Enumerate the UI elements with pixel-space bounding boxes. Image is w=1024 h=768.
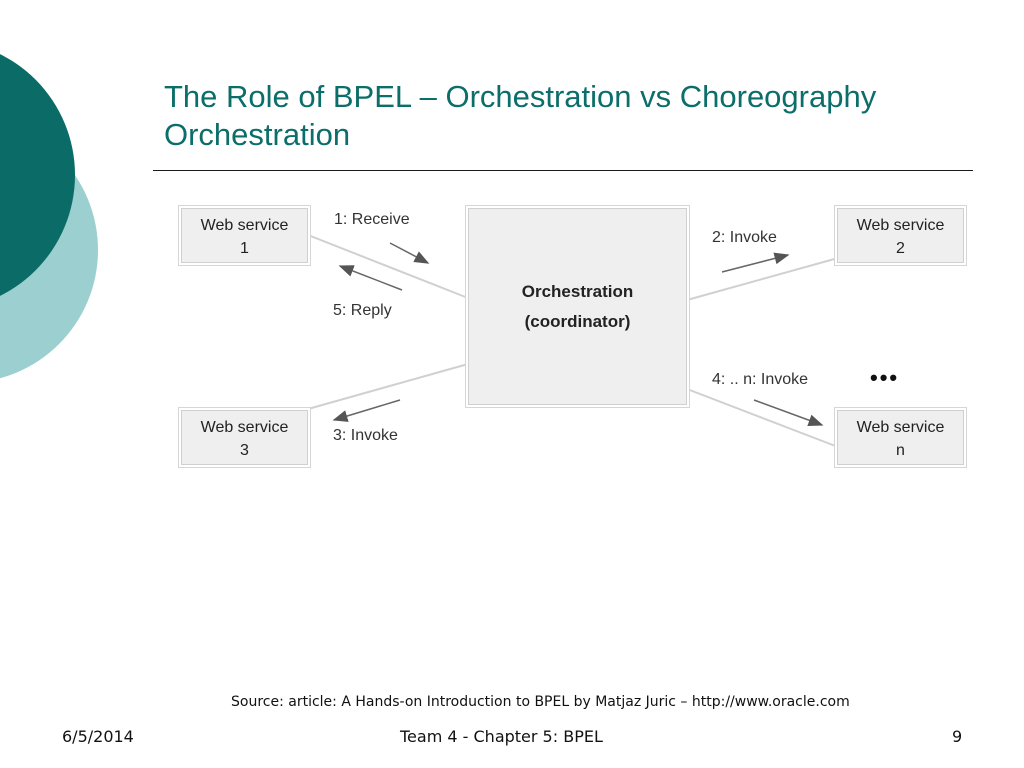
label-receive: 1: Receive: [334, 211, 410, 228]
arrow-invoke2: [721, 252, 790, 273]
arrow-reply: [338, 265, 403, 291]
label-invoke-2: 2: Invoke: [712, 229, 777, 246]
title-line-1: The Role of BPEL – Orchestration vs Chor…: [164, 79, 877, 114]
web-service-2-line2: 2: [896, 240, 905, 257]
label-invoke-n: 4: .. n: Invoke: [712, 371, 809, 388]
orchestrator-line1: Orchestration: [521, 281, 634, 301]
title-line-2: Orchestration: [164, 117, 351, 152]
arrow-invoken: [753, 399, 824, 426]
orchestrator-line2: (coordinator): [524, 311, 631, 331]
label-reply: 5: Reply: [333, 302, 392, 319]
web-service-3-line1: Web service: [200, 419, 289, 436]
web-service-n: Web service n: [837, 410, 964, 465]
orchestration-diagram: Web service 1 Web service 2 Web service …: [178, 203, 968, 468]
connector-ws2: [686, 257, 839, 301]
connector-ws1: [307, 234, 469, 299]
web-service-1: Web service 1: [181, 208, 308, 263]
page-number: 9: [952, 727, 963, 746]
title-divider: [153, 170, 973, 171]
web-service-1-line2: 1: [240, 240, 249, 257]
web-service-1-line1: Web service: [200, 217, 289, 234]
source-citation: Source: article: A Hands-on Introduction…: [231, 694, 850, 710]
label-invoke-3: 3: Invoke: [333, 427, 398, 444]
connector-wsn: [686, 388, 839, 448]
footer-date: 6/5/2014: [62, 727, 134, 746]
web-service-3: Web service 3: [181, 410, 308, 465]
web-service-2-line1: Web service: [856, 217, 945, 234]
footer-center-text: Team 4 - Chapter 5: BPEL: [400, 727, 603, 746]
slide-title: The Role of BPEL – Orchestration vs Chor…: [164, 78, 1004, 154]
web-service-3-line2: 3: [240, 442, 249, 459]
web-service-n-line2: n: [896, 442, 905, 459]
ellipsis-dots: •••: [870, 365, 900, 390]
decorative-circles: [0, 54, 98, 379]
arrow-receive: [389, 242, 430, 264]
orchestration-coordinator: Orchestration (coordinator): [468, 208, 687, 405]
connector-lines: [307, 234, 839, 448]
web-service-2: Web service 2: [837, 208, 964, 263]
web-service-n-line1: Web service: [856, 419, 945, 436]
arrow-invoke3: [332, 399, 401, 422]
connector-ws3: [307, 363, 469, 410]
